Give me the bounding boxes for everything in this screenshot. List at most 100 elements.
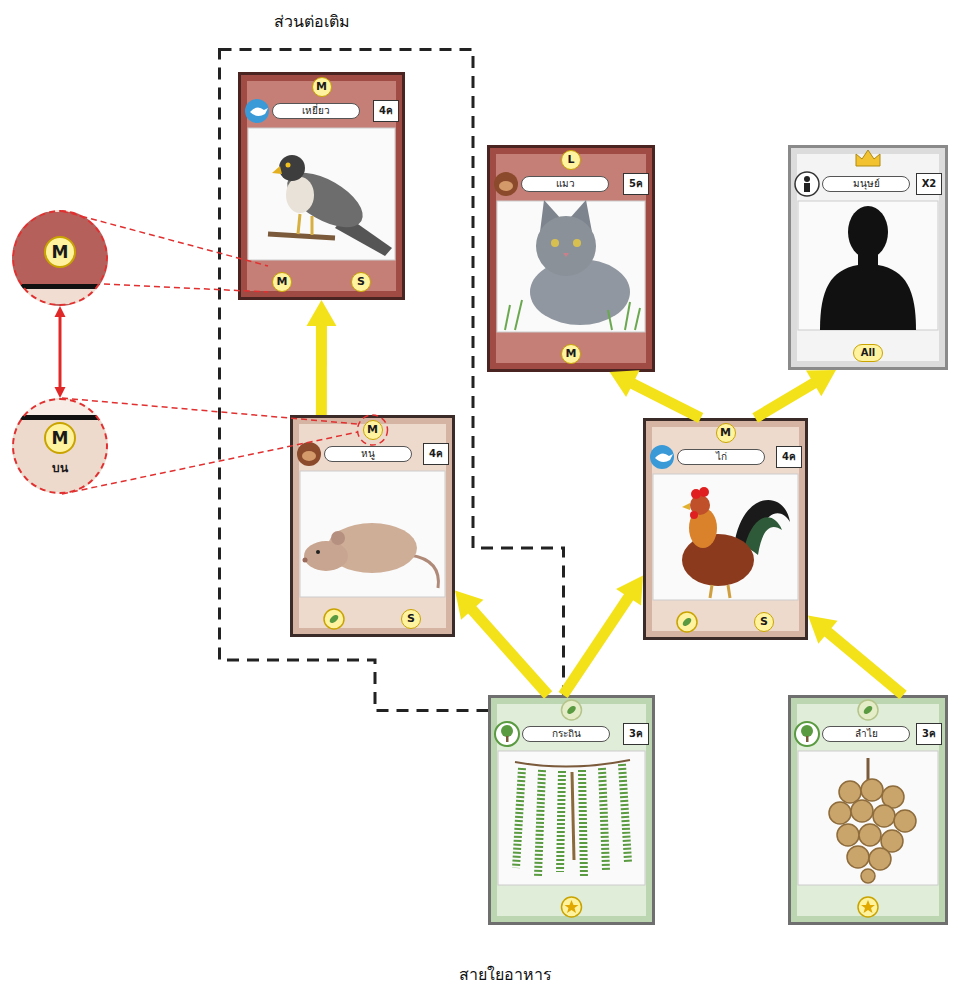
species-card: Mไก่4คS: [643, 418, 808, 640]
card-name: ไก่: [677, 449, 765, 465]
mammal-icon: [499, 181, 513, 191]
arrow-head: [610, 370, 640, 397]
arrow-shaft: [471, 608, 548, 695]
plant-icon: [495, 722, 519, 746]
rat-drawing: [331, 531, 345, 545]
chicken-drawing: [689, 508, 717, 548]
longan-drawing: [851, 800, 873, 822]
longan-drawing: [829, 758, 916, 883]
plant-icon: [495, 722, 819, 746]
leaf-badge: [324, 609, 344, 629]
zoom-leader-line: [62, 211, 388, 494]
hawk-drawing: [279, 155, 305, 181]
arrow-shaft: [316, 324, 327, 415]
callout-badge: M: [44, 236, 76, 268]
callout-note: บน: [40, 460, 80, 476]
longan-drawing: [867, 758, 870, 782]
card-points: 4ค: [373, 100, 399, 122]
picture-area: [497, 201, 645, 332]
card-name: เหยี่ยว: [272, 103, 360, 119]
human-drawing: [820, 265, 916, 330]
chicken-drawing: [710, 585, 712, 598]
level-badge: S: [401, 609, 421, 629]
leucaena-drawing: [515, 760, 630, 767]
leaf-badge: [562, 700, 582, 720]
sun-badge: [858, 897, 878, 917]
card-name: มนุษย์: [822, 176, 910, 192]
level-badge: S: [351, 272, 371, 292]
chicken-drawing: [691, 489, 701, 499]
leaf-badge: [566, 704, 578, 715]
card-name: กระถิน: [522, 726, 610, 742]
human-icon: [804, 183, 810, 192]
hawk-drawing: [272, 166, 282, 174]
human-drawing: [858, 252, 878, 266]
mammal-icon: [494, 172, 518, 196]
callout-badge: M: [44, 422, 76, 454]
sun-badge: [861, 900, 875, 913]
longan-drawing: [873, 805, 895, 827]
arrow-shaft: [563, 596, 630, 695]
cat-drawing: [551, 239, 559, 247]
leucaena-drawing: [516, 764, 628, 878]
leucaena-drawing: [516, 768, 522, 868]
picture-area: [248, 128, 395, 260]
longan-drawing: [861, 869, 875, 883]
arrow-shaft: [59, 315, 62, 389]
card-name: แมว: [521, 176, 609, 192]
species-card: Mหนู4คS: [290, 415, 455, 637]
bird-icon: [245, 99, 674, 469]
rat-drawing: [327, 523, 417, 573]
rat-drawing: [303, 558, 308, 563]
picture-area: [798, 751, 938, 885]
longan-drawing: [847, 846, 869, 868]
mammal-icon: [302, 451, 316, 461]
leaf-badge: [858, 700, 878, 720]
arrow-shaft: [826, 631, 903, 695]
zoom-leader-line: [62, 398, 357, 424]
bird-icon: [250, 107, 268, 116]
zoom-callout: M บน: [12, 398, 108, 494]
level-badge: M: [312, 77, 332, 97]
chicken-drawing: [682, 534, 754, 586]
chicken-drawing: [735, 500, 790, 552]
hawk-drawing: [286, 177, 314, 213]
longan-drawing: [894, 810, 916, 832]
hawk-drawing: [268, 155, 392, 256]
chicken-drawing: [690, 511, 698, 519]
food-arrow: [808, 616, 903, 695]
food-arrow: [306, 300, 336, 415]
food-arrow: [755, 370, 836, 418]
level-badge: L: [561, 150, 581, 170]
level-badge: All: [853, 344, 883, 362]
human-icon: [804, 176, 810, 182]
arrow-head: [55, 306, 66, 317]
card-points: X2: [916, 173, 942, 195]
arrow-shaft: [631, 383, 701, 418]
plant-icon: [806, 736, 809, 742]
food-arrow: [610, 370, 701, 418]
caption: สายใยอาหาร: [405, 963, 605, 987]
level-badge: M: [561, 344, 581, 364]
chicken-drawing: [745, 517, 782, 555]
cat-drawing: [515, 300, 522, 330]
leaf-badge: [677, 612, 697, 632]
picture-area: [498, 751, 645, 885]
hawk-drawing: [311, 216, 314, 235]
zoom-leader-line: [62, 432, 358, 494]
bird-icon: [245, 99, 269, 123]
arrow-head: [806, 370, 836, 396]
region-title: ส่วนต่อเติม: [222, 10, 402, 34]
cat-drawing: [505, 300, 640, 330]
leaf-badge: [862, 704, 874, 715]
zoom-leader-line: [62, 211, 268, 266]
zoom-leader-line: [104, 284, 268, 292]
hawk-drawing: [268, 234, 335, 238]
card-points: 4ค: [776, 446, 802, 468]
plant-icon: [801, 725, 813, 737]
arrow-head: [808, 616, 838, 644]
card-points: 5ค: [623, 173, 649, 195]
leucaena-drawing: [622, 764, 628, 862]
